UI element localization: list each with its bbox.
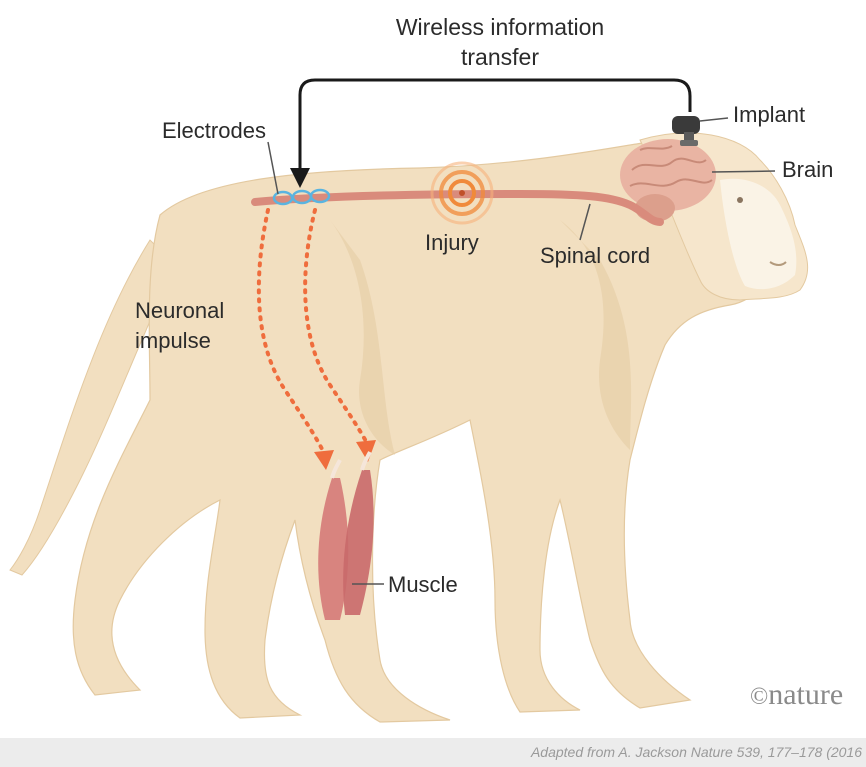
neuronal-line-2: impulse <box>135 326 224 356</box>
muscle-label: Muscle <box>388 572 458 598</box>
title-line-2: transfer <box>330 42 670 72</box>
neuronal-impulse-label: Neuronal impulse <box>135 296 224 356</box>
source-credit: Adapted from A. Jackson Nature 539, 177–… <box>531 744 862 760</box>
implant-label: Implant <box>733 102 805 128</box>
injury-target <box>432 163 492 223</box>
credit-bar: Adapted from A. Jackson Nature 539, 177–… <box>0 738 866 767</box>
neuronal-line-1: Neuronal <box>135 296 224 326</box>
brain-leader <box>712 171 775 172</box>
diagram-title: Wireless information transfer <box>330 12 670 72</box>
injury-label: Injury <box>425 230 479 256</box>
implant-leader <box>700 118 728 121</box>
nature-logo: ©nature <box>750 678 843 712</box>
copyright-symbol: © <box>750 684 768 710</box>
brand-name: nature <box>768 678 843 711</box>
electrodes-label: Electrodes <box>162 118 266 144</box>
monkey-eye <box>737 197 743 203</box>
brain-label: Brain <box>782 157 833 183</box>
spinal-cord-label: Spinal cord <box>540 243 650 269</box>
title-line-1: Wireless information <box>330 12 670 42</box>
